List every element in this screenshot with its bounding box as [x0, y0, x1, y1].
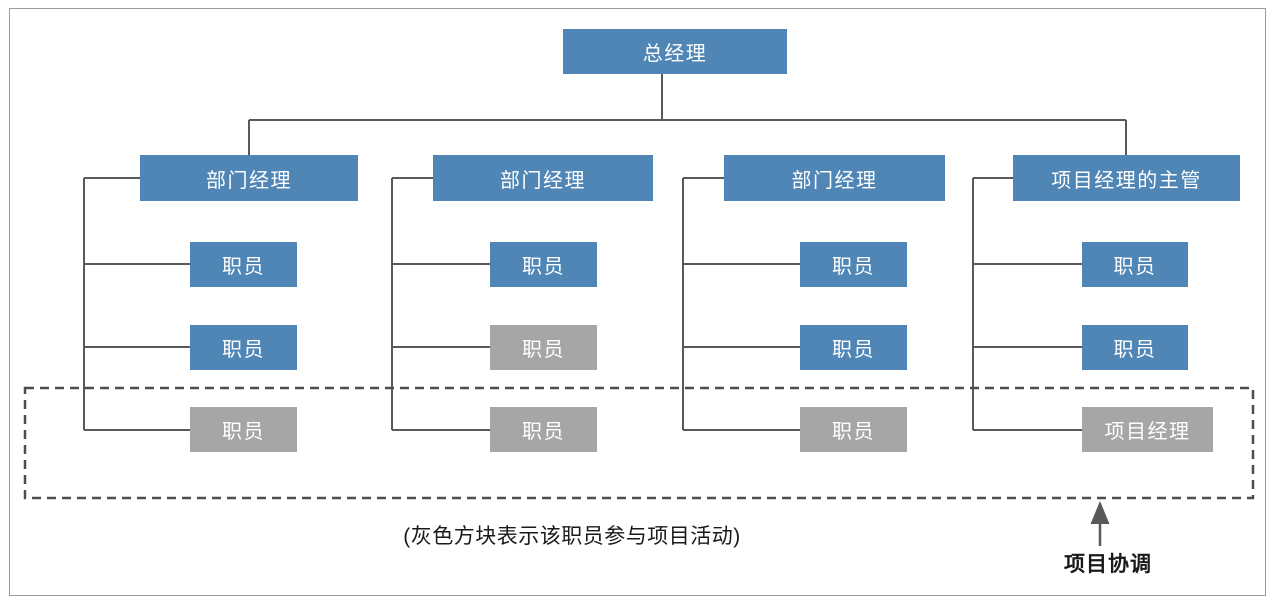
node-dept-manager-1: 部门经理: [140, 155, 358, 201]
node-staff-c3-3: 职员: [800, 407, 907, 452]
node-staff-c3-2: 职员: [800, 325, 907, 370]
node-staff-c2-1: 职员: [490, 242, 597, 287]
node-staff-c1-2: 职员: [190, 325, 297, 370]
project-scope-dashed-box: [23, 386, 1255, 500]
legend-caption: (灰色方块表示该职员参与项目活动): [403, 525, 741, 548]
node-staff-c2-2: 职员: [490, 325, 597, 370]
node-staff-c1-3: 职员: [190, 407, 297, 452]
tree-connectors: [83, 74, 1127, 431]
node-dept-manager-2: 部门经理: [433, 155, 653, 201]
node-staff-c3-1: 职员: [800, 242, 907, 287]
project-coordination-label: 项目协调: [1064, 553, 1152, 576]
node-pm-supervisor: 项目经理的主管: [1013, 155, 1240, 201]
node-staff-c1-1: 职员: [190, 242, 297, 287]
node-staff-c2-3: 职员: [490, 407, 597, 452]
up-arrow-icon: [1090, 501, 1110, 546]
node-general-manager: 总经理: [563, 29, 787, 74]
node-project-manager: 项目经理: [1082, 407, 1213, 452]
node-dept-manager-3: 部门经理: [724, 155, 945, 201]
node-staff-c4-2: 职员: [1082, 325, 1188, 370]
node-staff-c4-1: 职员: [1082, 242, 1188, 287]
